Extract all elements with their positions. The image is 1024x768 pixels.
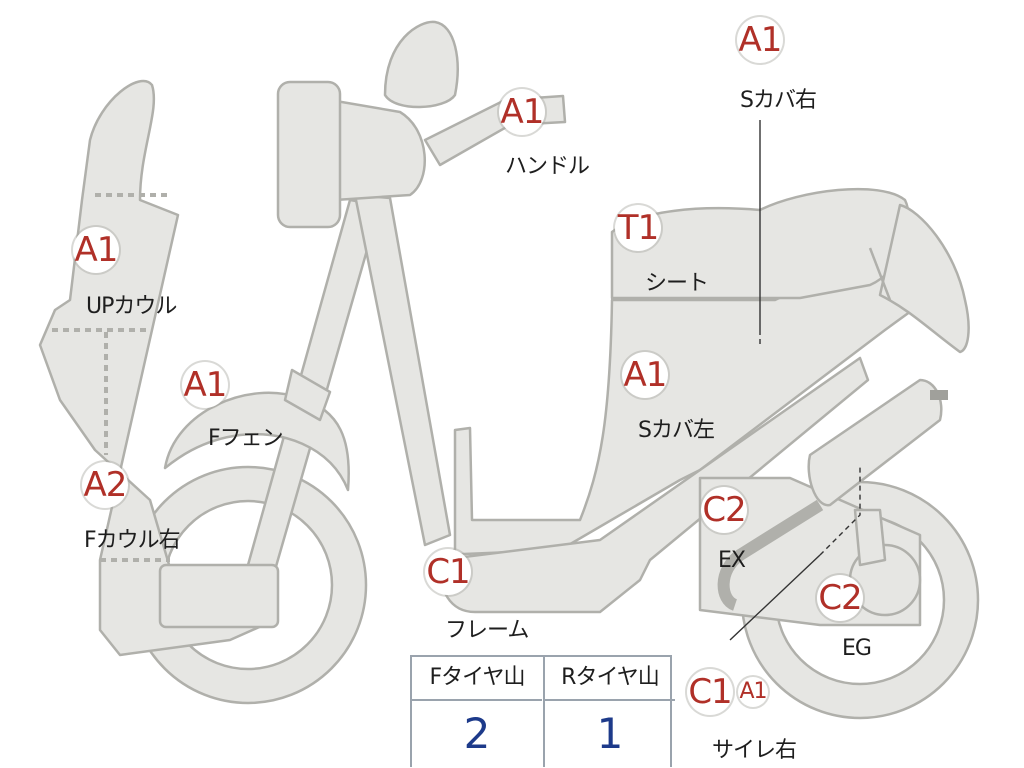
muffler-leader-tail <box>819 465 861 556</box>
tire-tread-table: Fタイヤ山 Rタイヤ山 2 1 <box>410 655 675 767</box>
steering-column <box>353 193 452 547</box>
rear-shock <box>853 508 887 567</box>
grade-badge-eg: C2 <box>817 575 863 621</box>
grade-badge-handle: A1 <box>499 89 545 135</box>
muffler <box>807 378 943 507</box>
front-bumper <box>158 563 280 629</box>
grade-badge-s-cover-right: A1 <box>737 17 783 63</box>
fork-clamp <box>283 368 332 422</box>
tire-table-header-rear: Rタイヤ山 <box>543 657 675 701</box>
grade-badge-f-cowl-right: A2 <box>82 462 128 508</box>
grade-badge-ex: C2 <box>701 487 747 533</box>
headlight <box>276 80 342 229</box>
part-label-handle: ハンドル <box>505 154 590 179</box>
front-fender <box>163 391 350 492</box>
handlebar-head <box>328 98 426 202</box>
up-cowl-body <box>38 79 277 657</box>
part-label-eg: EG <box>842 636 872 661</box>
seat-seam <box>868 247 892 301</box>
tire-table-value-rear: 1 <box>543 701 675 767</box>
part-label-f-cowl-right: Fカウル右 <box>84 528 181 553</box>
windscreen <box>383 20 459 109</box>
part-label-up-cowl: UPカウル <box>86 294 177 319</box>
part-label-muffler-right: サイレ右 <box>712 738 797 763</box>
part-label-seat: シート <box>645 271 709 296</box>
tire-table-value-front: 2 <box>463 709 491 758</box>
grade-badge-up-cowl: A1 <box>73 227 119 273</box>
grade-badge-frame: C1 <box>425 549 471 595</box>
part-label-frame: フレーム <box>445 618 529 643</box>
part-label-ex: EX <box>718 548 746 573</box>
exhaust-pipe <box>717 499 824 611</box>
tail-cover <box>878 203 970 354</box>
part-label-s-cover-right: Sカバ右 <box>740 88 817 113</box>
part-label-f-fender: Fフェン <box>208 426 284 451</box>
grade-badge-muffler-right-secondary: A1 <box>738 677 768 707</box>
grade-badge-f-fender: A1 <box>182 362 228 408</box>
tire-table-header-front: Fタイヤ山 <box>412 657 542 701</box>
muffler-leader <box>729 554 821 641</box>
grade-badge-s-cover-left: A1 <box>622 352 668 398</box>
part-label-s-cover-left: Sカバ左 <box>638 418 715 443</box>
grade-badge-seat: T1 <box>615 205 661 251</box>
grade-badge-muffler-right: C1 <box>687 669 733 715</box>
